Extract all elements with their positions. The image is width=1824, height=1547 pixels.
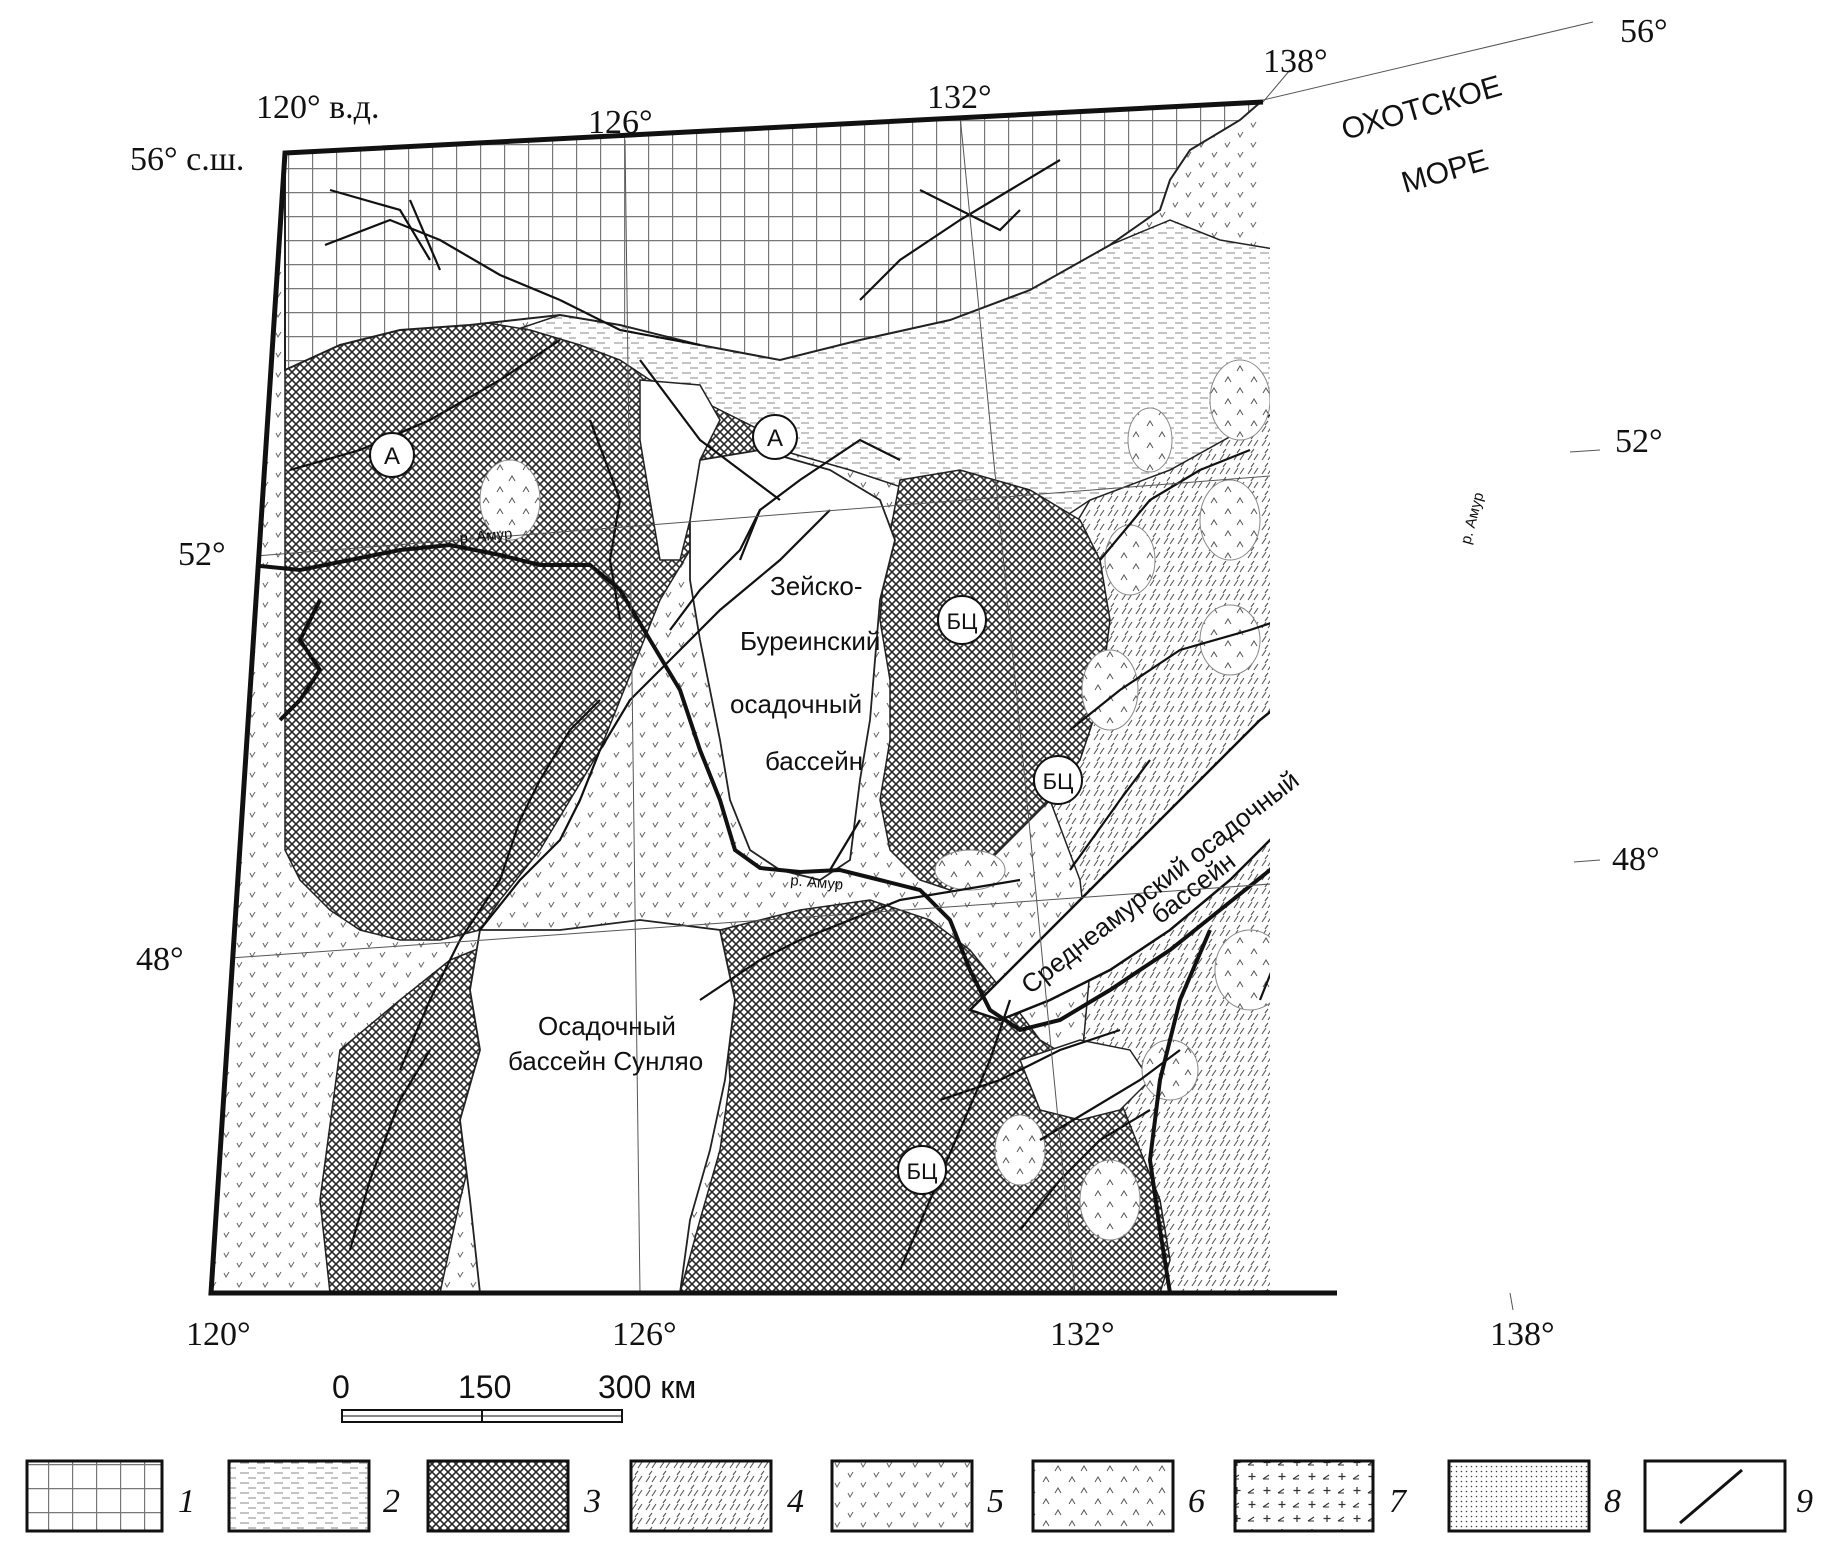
fault-line-symbol <box>1679 1468 1743 1525</box>
legend-num-7: 7 <box>1389 1483 1408 1520</box>
basin-north-white <box>639 379 721 561</box>
block-a-1-text: А <box>384 443 400 470</box>
label-lat-52-left: 52° <box>178 536 226 573</box>
legend-num-5: 5 <box>987 1483 1004 1520</box>
block-bc-3: БЦ <box>897 1145 947 1195</box>
label-lat-56-left: 56° с.ш. <box>130 141 244 178</box>
legend-swatch-4 <box>629 1459 773 1533</box>
legend-item-4: 4 <box>629 1459 804 1533</box>
label-lat-48-right: 48° <box>1612 841 1660 878</box>
legend-num-6: 6 <box>1188 1483 1205 1520</box>
legend-item-1: 1 <box>25 1459 195 1533</box>
basin-sunlyao <box>459 919 736 1293</box>
block-a-2: А <box>752 414 798 460</box>
sea-label-line1: ОХОТСКОЕ <box>1338 70 1506 147</box>
legend: 1 2 3 4 5 6 7 8 <box>25 1459 1813 1533</box>
legend-swatch-9 <box>1643 1459 1787 1533</box>
legend-num-4: 4 <box>787 1483 804 1520</box>
block-a-1: А <box>369 432 415 478</box>
legend-item-8: 8 <box>1447 1459 1621 1533</box>
scale-bar: 0 150 300 км <box>332 1369 696 1423</box>
legend-num-3: 3 <box>583 1483 601 1520</box>
legend-swatch-3 <box>426 1459 570 1533</box>
block-bc-2-text: БЦ <box>1043 769 1074 794</box>
legend-swatch-2 <box>227 1459 371 1533</box>
scale-tick-150: 150 <box>458 1369 511 1405</box>
sea-label-line2: МОРЕ <box>1398 144 1492 200</box>
legend-item-6: 6 <box>1031 1459 1205 1533</box>
legend-num-2: 2 <box>383 1483 400 1520</box>
legend-swatch-7 <box>1233 1459 1375 1533</box>
unit-7-area <box>1450 335 1560 900</box>
basin-sunlyao-label-2: бассейн Сунляо <box>508 1046 703 1076</box>
label-lon-132-top: 132° <box>927 79 992 116</box>
river-amur-label-1: р. Амур <box>459 525 513 547</box>
graticule <box>211 114 1270 1293</box>
unit-1-area <box>284 100 1266 372</box>
label-lat-56-right: 56° <box>1620 13 1668 50</box>
basin-zeya-label-3: осадочный <box>730 689 862 719</box>
amur-river-west-loop <box>278 599 323 722</box>
legend-swatch-5 <box>830 1459 974 1533</box>
label-lon-138-bottom: 138° <box>1490 1316 1555 1353</box>
label-lon-126-top: 126° <box>588 104 653 141</box>
coordinate-labels: 120° в.д. 56° с.ш. 126° 132° 138° 56° 52… <box>130 13 1668 1353</box>
legend-num-1: 1 <box>178 1483 195 1520</box>
basin-sredneamur <box>967 668 1270 1022</box>
scale-tick-0: 0 <box>332 1369 350 1405</box>
label-lon-132-bottom: 132° <box>1050 1316 1115 1353</box>
scale-tick-300: 300 км <box>598 1369 696 1405</box>
block-bc-1-text: БЦ <box>947 609 978 634</box>
block-a-2-text: А <box>767 425 783 452</box>
legend-num-9: 9 <box>1796 1483 1813 1520</box>
basin-sunlyao-label-1: Осадочный <box>538 1011 676 1041</box>
legend-item-5: 5 <box>830 1459 1004 1533</box>
graticule-outside <box>1262 21 1601 1311</box>
amur-river <box>249 343 1270 1033</box>
map-area <box>211 100 1560 1293</box>
block-markers: А А БЦ БЦ БЦ <box>369 414 1083 1195</box>
label-lon-120-top: 120° в.д. <box>256 89 379 126</box>
legend-swatch-8 <box>1447 1459 1591 1533</box>
block-bc-2: БЦ <box>1033 755 1083 805</box>
legend-swatch-6 <box>1031 1459 1175 1533</box>
map-frame <box>208 99 1337 1296</box>
legend-item-9: 9 <box>1643 1459 1813 1533</box>
legend-item-2: 2 <box>227 1459 400 1533</box>
block-bc-1: БЦ <box>937 595 987 645</box>
unit-7-area-south <box>1335 1000 1460 1280</box>
basin-zeya-label-1: Зейско- <box>770 571 862 601</box>
legend-swatch-1 <box>25 1459 164 1533</box>
river-amur-label-3: р. Амур <box>1457 491 1487 546</box>
amur-river-lower <box>1147 929 1212 1293</box>
basin-zeya-label-2: Буреинский <box>740 626 880 656</box>
sea-label: ОХОТСКОЕ МОРЕ <box>1338 70 1506 200</box>
block-bc-3-text: БЦ <box>907 1159 938 1184</box>
label-lon-138-top: 138° <box>1263 43 1328 80</box>
label-lat-48-left: 48° <box>136 941 184 978</box>
label-lon-126-bottom: 126° <box>612 1316 677 1353</box>
basin-zeya-label-4: бассейн <box>765 746 863 776</box>
legend-item-3: 3 <box>426 1459 601 1533</box>
label-lon-120-bottom: 120° <box>186 1316 251 1353</box>
unit-6-patches <box>479 359 1270 1241</box>
fault-lines <box>289 159 1270 1271</box>
legend-num-8: 8 <box>1604 1483 1621 1520</box>
legend-item-7: 7 <box>1233 1459 1408 1533</box>
label-lat-52-right: 52° <box>1615 423 1663 460</box>
river-amur-label-2: р. Амур <box>790 872 844 894</box>
